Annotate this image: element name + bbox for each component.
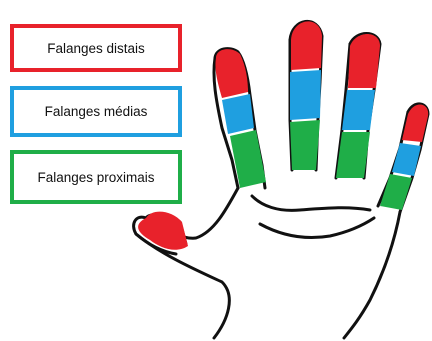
middle-phalanx-little: [222, 94, 254, 134]
distal-phalanx-little: [215, 49, 248, 98]
middle-phalanx-index: [392, 143, 421, 176]
middle-phalanx-ring: [290, 70, 321, 120]
distal-phalanx-ring: [291, 21, 322, 70]
proximal-phalanx-ring: [290, 120, 320, 170]
proximal-phalanx-middle: [336, 132, 370, 178]
palm-crease-lower: [260, 218, 374, 238]
distal-phalanx-middle: [348, 34, 380, 88]
palm-crease: [252, 196, 370, 210]
palm-outline: [134, 188, 238, 338]
phalanges-colored: [138, 21, 428, 249]
proximal-phalanx-index: [380, 174, 412, 210]
wrist-outline-right: [344, 212, 400, 338]
middle-phalanx-middle: [342, 90, 375, 130]
